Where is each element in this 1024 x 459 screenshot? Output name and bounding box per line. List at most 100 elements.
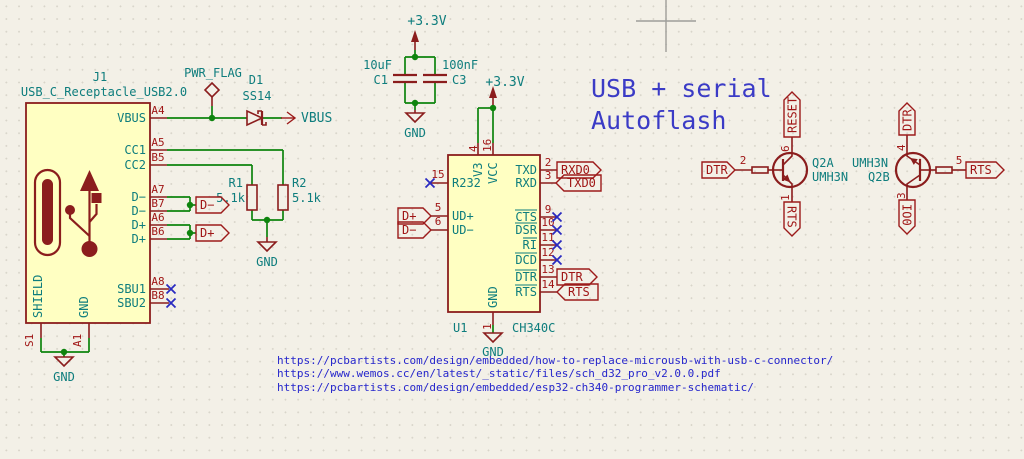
usb-connector-j1[interactable]: J1 USB_C_Receptacle_USB2.0 A4 VBUS A5 CC… xyxy=(21,70,187,347)
c1-ref: C1 xyxy=(374,73,388,87)
cc-wiring xyxy=(167,149,284,237)
svg-text:+3.3V: +3.3V xyxy=(407,14,446,29)
svg-text:RI: RI xyxy=(523,238,537,252)
j1-pin-dp-a6: A6 D+ xyxy=(132,211,167,232)
net-label-rts-q2b[interactable]: RTS xyxy=(965,161,1005,179)
svg-text:RESET: RESET xyxy=(786,97,800,133)
net-label-dtr-q2a[interactable]: DTR xyxy=(701,161,736,179)
svg-text:D−: D− xyxy=(200,198,214,212)
capacitor-c1[interactable]: 10uF C1 xyxy=(363,58,417,87)
svg-text:5: 5 xyxy=(435,201,442,214)
svg-text:11: 11 xyxy=(541,231,554,244)
svg-text:UD−: UD− xyxy=(452,223,474,237)
svg-text:1: 1 xyxy=(481,323,494,330)
svg-text:2: 2 xyxy=(545,156,552,169)
transistor-q2a[interactable]: 2 6 1 Q2A UMH3N xyxy=(735,137,848,202)
j1-value: USB_C_Receptacle_USB2.0 xyxy=(21,85,187,99)
u1-pin-gnd: 1 GND xyxy=(481,286,500,330)
net-label-reset[interactable]: RESET xyxy=(783,91,801,138)
svg-text:VBUS: VBUS xyxy=(301,111,332,126)
net-label-txd0[interactable]: TXD0 xyxy=(555,174,602,192)
q2a-bottom-pin: 1 xyxy=(779,194,792,201)
svg-text:GND: GND xyxy=(53,370,75,384)
net-label-dplus-connector[interactable]: D+ xyxy=(195,224,230,242)
j1-ref: J1 xyxy=(93,70,107,84)
schematic-title: USB + serial Autoflash xyxy=(591,74,772,135)
j1-pin-vbus: A4 VBUS xyxy=(117,104,167,125)
svg-text:CC1: CC1 xyxy=(124,143,146,157)
c3-value: 100nF xyxy=(442,58,478,72)
power-symbol-v33-u1: +3.3V xyxy=(485,75,525,108)
svg-text:UD+: UD+ xyxy=(452,209,474,223)
q2b-ref: Q2B xyxy=(868,170,890,184)
gnd-symbol-u1: GND xyxy=(482,332,504,359)
gnd-symbol-caps: GND xyxy=(404,110,426,140)
net-label-dtr-u1[interactable]: DTR xyxy=(556,268,598,286)
net-label-io0[interactable]: IO0 xyxy=(898,199,916,235)
svg-text:A4: A4 xyxy=(151,104,165,117)
svg-text:D+: D+ xyxy=(132,218,146,232)
reference-link-2: https://www.wemos.cc/en/latest/_static/f… xyxy=(277,367,721,380)
svg-text:V3: V3 xyxy=(471,163,485,177)
svg-text:RXD: RXD xyxy=(515,176,537,190)
u1-pin-rts: 14 RTS xyxy=(515,278,557,299)
transistor-q2b[interactable]: 5 4 3 UMH3N Q2B xyxy=(852,135,966,200)
svg-text:VBUS: VBUS xyxy=(117,111,146,125)
net-label-dtr-q2b[interactable]: DTR xyxy=(898,102,916,136)
j1-pin-sbu2: B8 SBU2 xyxy=(117,289,169,310)
svg-text:GND: GND xyxy=(404,126,426,140)
net-label-dminus-u1[interactable]: D− xyxy=(397,221,432,239)
q2b-value: UMH3N xyxy=(852,156,888,170)
u1-pin-dtr: 13 DTR xyxy=(515,263,557,284)
ic-u1[interactable]: U1 CH340C 4 V3 16 VCC 15 R232 5 UD+ 6 UD… xyxy=(430,139,557,335)
svg-text:RTS: RTS xyxy=(568,285,590,299)
cursor-crosshair-icon xyxy=(636,0,696,52)
svg-text:14: 14 xyxy=(541,278,555,291)
svg-text:RTS: RTS xyxy=(785,206,799,228)
svg-text:6: 6 xyxy=(435,215,442,228)
decoupling-caps[interactable]: +3.3V 10uF C1 100nF C3 xyxy=(363,14,478,140)
net-label-vbus[interactable]: VBUS xyxy=(281,111,332,126)
u1-pin-cts: 9 CTS xyxy=(515,203,557,224)
net-label-dminus-connector[interactable]: D− xyxy=(195,196,230,214)
svg-text:DTR: DTR xyxy=(901,109,915,131)
j1-pin-gnd: A1 GND xyxy=(71,296,91,347)
resistor-r1[interactable]: R1 5.1k xyxy=(216,176,258,211)
svg-text:B7: B7 xyxy=(151,197,164,210)
capacitor-c3[interactable]: 100nF C3 xyxy=(423,58,478,87)
svg-text:B6: B6 xyxy=(151,225,164,238)
svg-text:A6: A6 xyxy=(151,211,164,224)
q2b-top-pin: 4 xyxy=(895,144,908,151)
resistor-r2[interactable]: R2 5.1k xyxy=(277,176,322,211)
u1-ref: U1 xyxy=(453,321,467,335)
svg-text:D+: D+ xyxy=(132,232,146,246)
q2a-base-pin: 2 xyxy=(740,154,747,167)
diode-d1[interactable]: D1 SS14 xyxy=(243,73,272,127)
svg-text:GND: GND xyxy=(77,296,91,318)
d1-value: SS14 xyxy=(243,89,272,103)
net-label-rts-u1[interactable]: RTS xyxy=(556,283,599,301)
svg-text:VCC: VCC xyxy=(486,162,500,184)
net-label-rts-q2a[interactable]: RTS xyxy=(783,201,801,237)
svg-text:D−: D− xyxy=(402,223,416,237)
svg-text:DTR: DTR xyxy=(706,163,728,177)
svg-text:RTS: RTS xyxy=(970,163,992,177)
d1-ref: D1 xyxy=(249,73,263,87)
svg-text:GND: GND xyxy=(256,255,278,269)
j1-pin-dp-b6: B6 D+ xyxy=(132,225,167,246)
svg-text:SHIELD: SHIELD xyxy=(31,275,45,318)
cap-wiring xyxy=(404,53,436,110)
u1-power-wiring: +3.3V xyxy=(477,75,525,143)
svg-text:SBU2: SBU2 xyxy=(117,296,146,310)
reference-links: https://pcbartists.com/design/embedded/h… xyxy=(277,354,833,394)
svg-text:D+: D+ xyxy=(402,209,416,223)
svg-text:GND: GND xyxy=(482,345,504,359)
net-label-rxd0[interactable]: RXD0 xyxy=(556,161,602,179)
u1-pin-rxd: 3 RXD xyxy=(515,169,557,190)
svg-text:S1: S1 xyxy=(23,334,36,347)
svg-text:TXD0: TXD0 xyxy=(567,176,596,190)
svg-text:D+: D+ xyxy=(200,226,214,240)
pwr-flag-symbol[interactable]: PWR_FLAG xyxy=(184,66,242,118)
reference-link-1: https://pcbartists.com/design/embedded/h… xyxy=(277,354,833,367)
